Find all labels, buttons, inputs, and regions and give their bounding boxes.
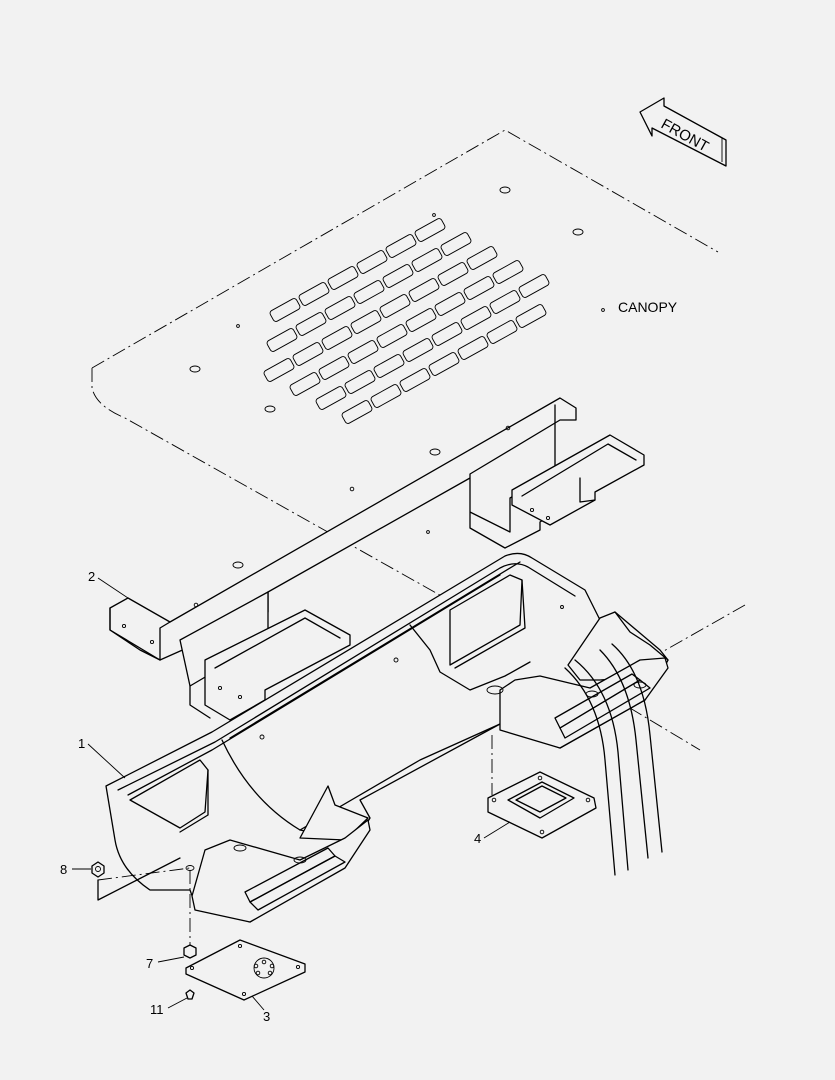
- vent-slot: [466, 246, 498, 270]
- callout-11: 11: [150, 1002, 164, 1017]
- fasteners: [91, 857, 197, 1000]
- vent-slot: [486, 320, 518, 344]
- callout-8: 8: [60, 862, 67, 877]
- vent-slot: [347, 340, 379, 364]
- vent-slot: [402, 338, 434, 362]
- vent-slot: [463, 276, 495, 300]
- callout-1: 1: [78, 736, 85, 751]
- vent-slot: [489, 290, 521, 314]
- vent-slot: [269, 298, 301, 322]
- vent-slot: [437, 262, 469, 286]
- vent-slot: [350, 310, 382, 334]
- vent-slot: [457, 336, 489, 360]
- vent-slot: [379, 294, 411, 318]
- vent-slot: [266, 328, 298, 352]
- vent-slot: [341, 400, 373, 424]
- vent-slot: [292, 342, 324, 366]
- callout-2: 2: [88, 569, 95, 584]
- vent-slot: [289, 372, 321, 396]
- vent-slot: [428, 352, 460, 376]
- part-3-cover-plate: [185, 939, 306, 1001]
- vent-slot: [460, 306, 492, 330]
- vent-slot: [376, 324, 408, 348]
- vent-slot: [356, 250, 388, 274]
- vent-slot: [399, 368, 431, 392]
- part-4-grille-plate: [487, 735, 597, 839]
- vent-slot: [263, 358, 295, 382]
- callout-4: 4: [474, 831, 481, 846]
- vent-slot: [373, 354, 405, 378]
- vent-slot: [518, 274, 550, 298]
- vent-slot: [353, 280, 385, 304]
- vent-slot: [414, 218, 446, 242]
- vent-slot: [295, 312, 327, 336]
- vent-slot: [440, 232, 472, 256]
- canopy-vent-grid: [263, 218, 550, 424]
- vent-slot: [327, 266, 359, 290]
- vent-slot: [408, 278, 440, 302]
- vent-slot: [434, 292, 466, 316]
- part-1-duct-housing: [105, 552, 669, 923]
- vent-slot: [431, 322, 463, 346]
- canopy-label: CANOPY: [618, 299, 678, 315]
- vent-slot: [315, 386, 347, 410]
- callout-3: 3: [263, 1009, 270, 1024]
- vent-slot: [321, 326, 353, 350]
- vent-slot: [382, 264, 414, 288]
- part-2-bracket: [109, 397, 645, 721]
- vent-slot: [344, 370, 376, 394]
- vent-slot: [411, 248, 443, 272]
- vent-slot: [405, 308, 437, 332]
- callout-7: 7: [146, 956, 153, 971]
- vent-slot: [385, 234, 417, 258]
- vent-slot: [318, 356, 350, 380]
- vent-slot: [492, 260, 524, 284]
- vent-slot: [515, 304, 547, 328]
- front-arrow: FRONT: [639, 97, 727, 167]
- vent-slot: [298, 282, 330, 306]
- vent-slot: [324, 296, 356, 320]
- hoses: [564, 643, 663, 876]
- callout-leaders: [72, 577, 511, 1011]
- vent-slot: [370, 384, 402, 408]
- canopy-outline: [91, 129, 746, 751]
